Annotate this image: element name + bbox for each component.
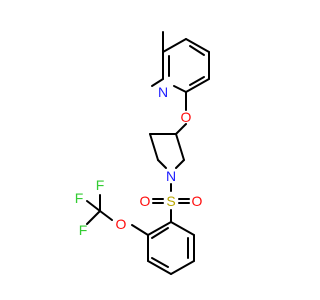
sulfonyl-oxygen-right-label: O [192, 193, 203, 209]
ether-oxygen-label: O [181, 109, 192, 125]
atom-labels: N O N S O O O F F F [75, 84, 203, 238]
pyrrolidine-nitrogen-label: N [166, 168, 176, 184]
fluorine-bottom-label: F [79, 222, 88, 238]
sulfur-label: S [166, 193, 175, 209]
fluorine-left-label: F [75, 190, 84, 206]
bond-lines [86, 31, 210, 275]
sulfonyl-oxygen-left-label: O [140, 193, 151, 209]
molecule-structure: N O N S O O O F F F [75, 31, 210, 275]
trifluoromethoxy-oxygen-label: O [116, 216, 127, 232]
fluorine-top-label: F [96, 177, 105, 193]
pyridine-nitrogen-label: N [158, 84, 168, 100]
